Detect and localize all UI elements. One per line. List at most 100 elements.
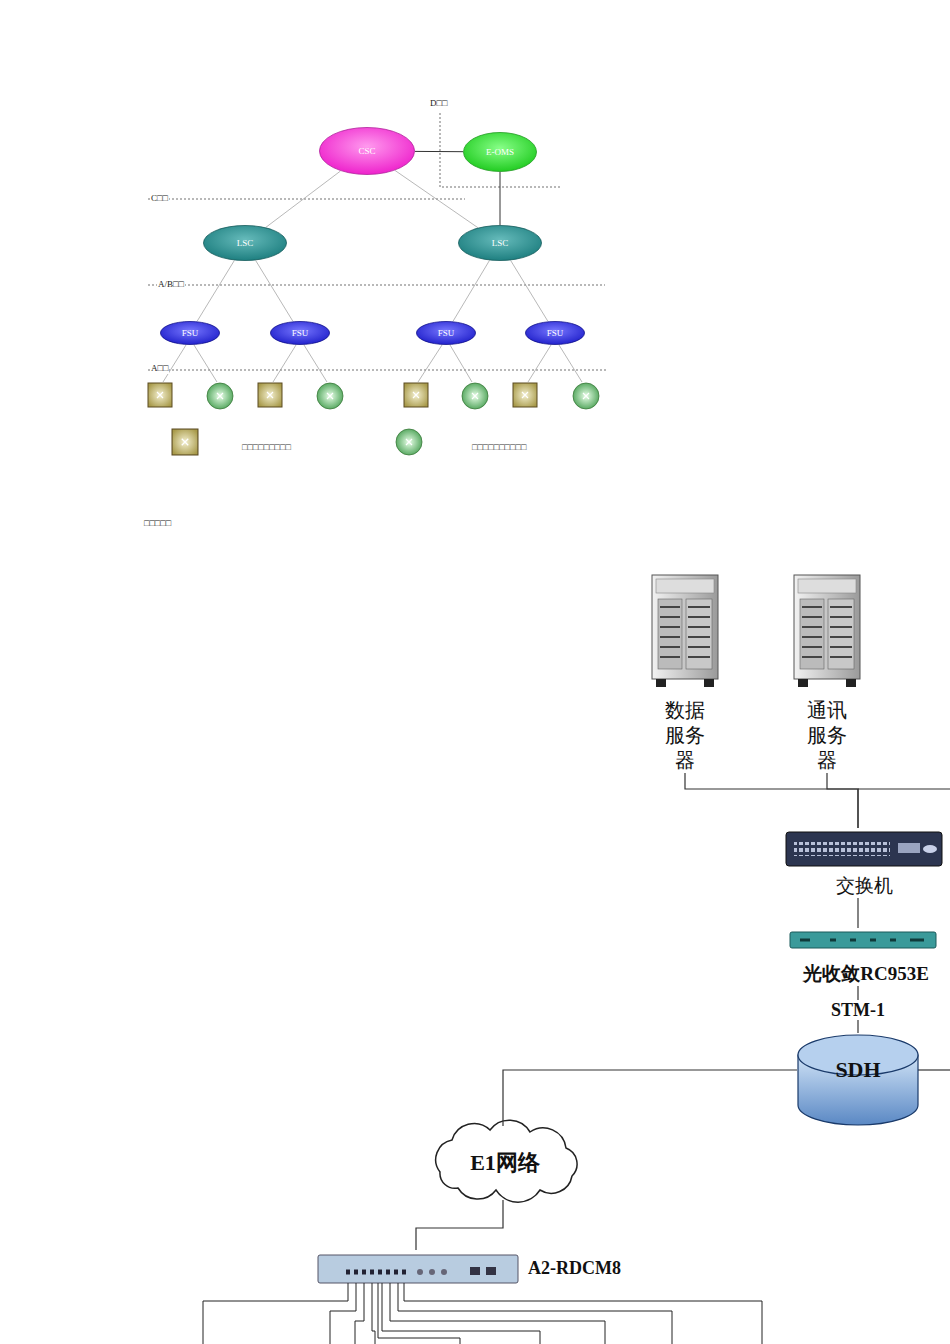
e1-cloud	[436, 1120, 577, 1202]
field-wire	[355, 1283, 605, 1344]
connector	[503, 1070, 797, 1126]
a-boundary	[148, 370, 608, 371]
ellipse-shape	[204, 226, 287, 261]
connector	[857, 898, 858, 928]
device-square	[148, 383, 172, 407]
a2-rdcm8-node: A2-RDCM8	[316, 1250, 636, 1286]
e1-cloud-node: E1网络	[428, 1126, 582, 1200]
field-wire	[372, 1283, 540, 1344]
connector	[395, 171, 478, 228]
switch-ports	[794, 842, 890, 856]
legend-text: □□□□□□□□□	[242, 442, 291, 453]
a2-jack	[486, 1267, 496, 1275]
fsu-ellipse: FSU	[270, 321, 330, 345]
boundary-label: C□□	[150, 193, 169, 204]
node-label: FSU	[438, 328, 455, 339]
ellipse-shape	[271, 322, 330, 345]
field-wire	[378, 1283, 460, 1344]
connector	[266, 171, 341, 227]
switch: 交换机	[784, 828, 944, 898]
device-leader-lines	[163, 345, 582, 382]
boundary-label: D□□	[429, 98, 448, 109]
fsu-ellipse: FSU	[525, 321, 585, 345]
connector	[415, 151, 463, 152]
node-label: E-OMS	[486, 147, 514, 158]
node-label: FSU	[182, 328, 199, 339]
device-square	[258, 383, 282, 407]
fsu-ellipse: FSU	[416, 321, 476, 345]
switch-uplink	[898, 843, 920, 853]
legend-square-sample	[172, 429, 198, 455]
fsu-ellipse: FSU	[160, 321, 220, 345]
node-label: 交换机	[834, 874, 895, 898]
edge-label: STM-1	[829, 1000, 887, 1020]
field-wire	[203, 1283, 762, 1344]
node-label: LSC	[492, 238, 509, 249]
field-wire	[330, 1283, 672, 1344]
ellipse-shape	[161, 322, 220, 345]
device-circle	[573, 383, 599, 409]
a2-ports	[346, 1270, 406, 1275]
ellipse-shape	[464, 133, 537, 172]
node-label: SDH	[835, 1057, 880, 1083]
switch-logo	[923, 845, 937, 853]
ellipse-shape	[320, 128, 415, 175]
switch-body	[786, 832, 942, 866]
sdh-cylinder	[798, 1035, 918, 1125]
node-label: LSC	[237, 238, 254, 249]
a2-jack	[470, 1267, 480, 1275]
servers	[652, 575, 860, 687]
node-label: E1网络	[470, 1150, 540, 1176]
a2-body	[318, 1255, 518, 1283]
device-circle	[317, 383, 343, 409]
a2-rdcm8-picture	[318, 1255, 518, 1283]
connector	[256, 260, 293, 321]
switch-picture	[786, 832, 942, 866]
node-label: A2-RDCM8	[528, 1250, 621, 1286]
rc-body	[790, 932, 936, 948]
node-label: 光收敛RC953E	[803, 962, 929, 986]
connector	[827, 773, 858, 828]
eoms-ellipse: E-OMS	[463, 132, 537, 172]
monitored-devices	[148, 383, 599, 455]
bus-continuation	[858, 788, 950, 789]
sdh-cylinder-node: SDH	[797, 1033, 919, 1130]
ab-boundary	[148, 285, 605, 286]
device-square	[404, 383, 428, 407]
rc-ports	[800, 939, 924, 942]
server-picture	[652, 575, 718, 687]
a2-led	[429, 1269, 435, 1275]
caption: □□□□□	[144, 518, 171, 529]
a2-led	[441, 1269, 447, 1275]
lsc-ellipse: LSC	[203, 225, 287, 261]
boundary-label: A/B□□	[157, 279, 185, 290]
device-square	[513, 383, 537, 407]
lsc-ellipse: LSC	[458, 225, 542, 261]
csc-ellipse: CSC	[319, 127, 415, 175]
device-circle	[462, 383, 488, 409]
connector	[197, 260, 234, 321]
a2-led	[417, 1269, 423, 1275]
node-label: 数据服务器	[664, 698, 706, 773]
node-label: 通讯服务器	[806, 698, 848, 773]
connector	[500, 172, 501, 225]
data-server: 数据服务器	[645, 572, 725, 773]
device-circle	[207, 383, 233, 409]
fsu-device-lines	[163, 345, 582, 382]
optical-converger: 光收敛RC953E	[768, 928, 950, 986]
rc953e-picture	[790, 932, 936, 948]
connector	[453, 260, 490, 321]
c-boundary	[148, 199, 465, 200]
node-label: CSC	[358, 146, 375, 157]
legend-circle-sample	[396, 429, 422, 455]
connector	[685, 773, 858, 828]
comm-server: 通讯服务器	[787, 572, 867, 773]
connector	[511, 260, 548, 321]
ellipse-shape	[526, 322, 585, 345]
node-label: FSU	[547, 328, 564, 339]
ellipse-shape	[459, 226, 542, 261]
sdh-continuation	[918, 1069, 950, 1070]
